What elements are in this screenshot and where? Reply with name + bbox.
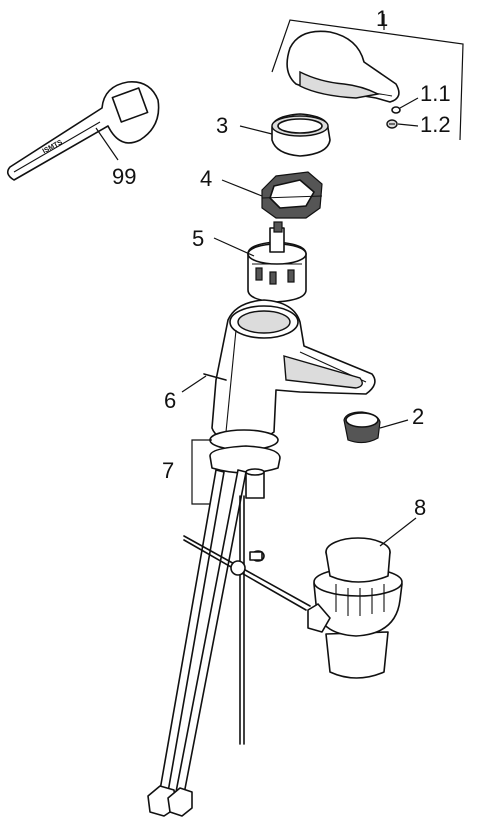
label-99: 99 bbox=[112, 164, 136, 189]
label-7: 7 bbox=[162, 458, 174, 483]
label-5: 5 bbox=[192, 226, 204, 251]
wrench-tool: ISMTS bbox=[6, 81, 160, 181]
supply-hoses bbox=[147, 469, 247, 817]
screw-1-2 bbox=[386, 119, 398, 129]
cap-ring bbox=[271, 113, 331, 157]
label-3: 3 bbox=[216, 113, 228, 138]
label-4: 4 bbox=[200, 166, 212, 191]
aerator bbox=[343, 411, 381, 444]
label-2: 2 bbox=[412, 404, 424, 429]
lever-handle bbox=[286, 30, 400, 103]
label-1-1: 1.1 bbox=[420, 81, 451, 106]
pop-up-waste bbox=[307, 537, 403, 679]
label-8: 8 bbox=[414, 495, 426, 520]
label-1-2: 1.2 bbox=[420, 112, 451, 137]
label-1: 1 bbox=[376, 6, 388, 31]
cartridge bbox=[247, 221, 307, 303]
label-6: 6 bbox=[164, 388, 176, 413]
linkage-rod bbox=[183, 535, 311, 611]
retaining-nut bbox=[261, 171, 323, 219]
cap-1-1 bbox=[391, 106, 401, 114]
